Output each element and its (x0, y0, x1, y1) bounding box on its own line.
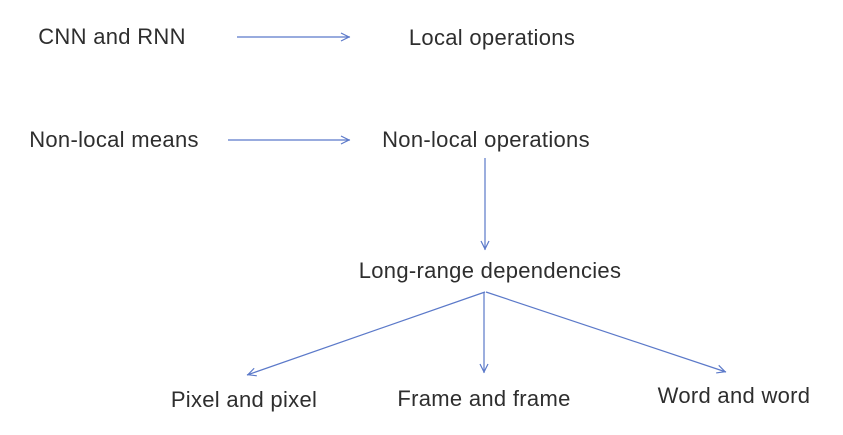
arrow-longrange-to-pixel (246, 291, 486, 377)
node-frame-and-frame: Frame and frame (397, 385, 571, 411)
node-non-local-means: Non-local means (29, 126, 199, 152)
node-non-local-operations: Non-local operations (382, 126, 590, 152)
node-long-range-dependencies: Long-range dependencies (358, 257, 622, 283)
node-word-and-word: Word and word (657, 382, 811, 408)
arrow-longrange-to-word (485, 291, 727, 374)
node-pixel-and-pixel: Pixel and pixel (170, 386, 318, 412)
node-local-operations: Local operations (408, 24, 576, 50)
node-cnn-rnn: CNN and RNN (38, 23, 186, 49)
